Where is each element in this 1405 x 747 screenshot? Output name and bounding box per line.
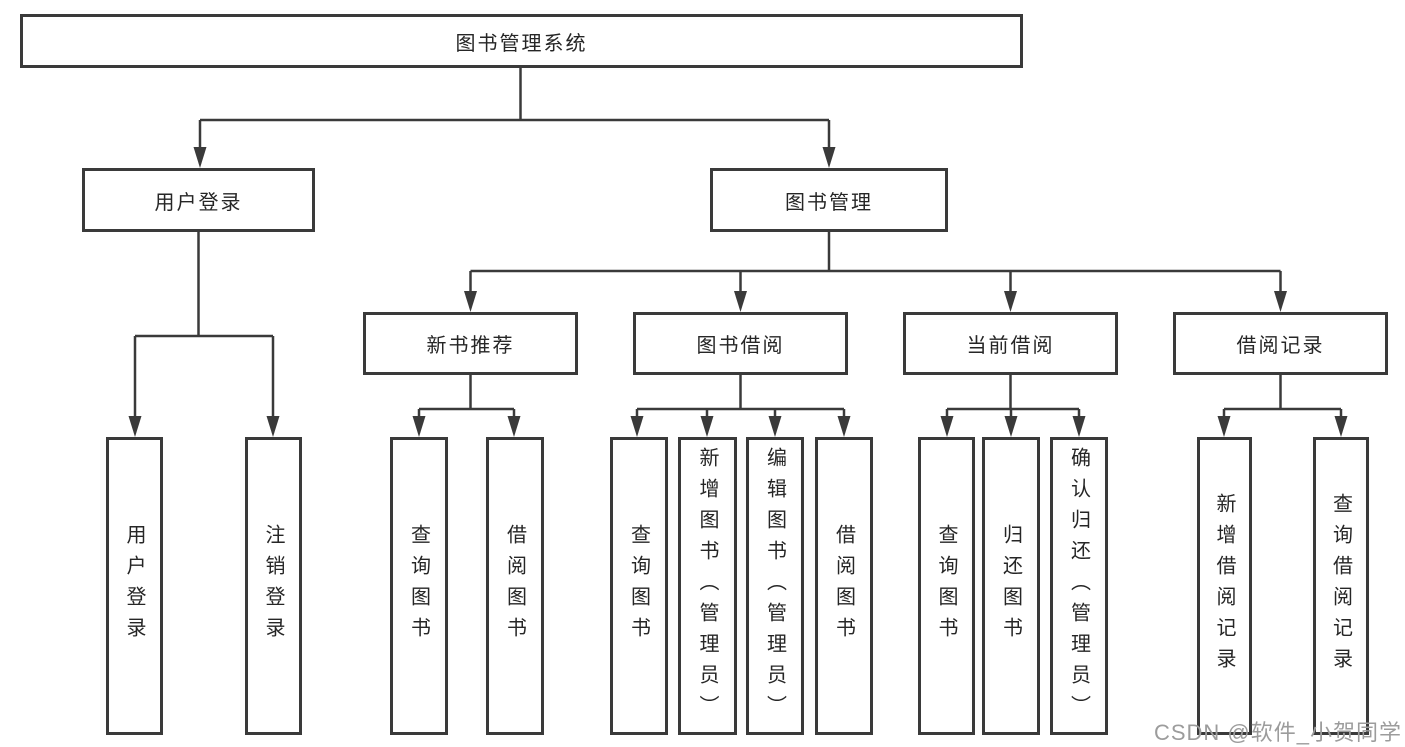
node-library-management-system: 图书管理系统 <box>20 14 1023 68</box>
node-borrow-books-1: 借阅图书 <box>486 437 544 735</box>
node-book-management: 图书管理 <box>710 168 948 232</box>
arrowheads <box>128 147 1348 437</box>
csdn-watermark: CSDN @软件_小贺同学 <box>1153 720 1402 745</box>
node-query-books-1: 查询图书 <box>390 437 448 735</box>
node-edit-book-admin: 编辑图书（管理员） <box>746 437 804 735</box>
node-confirm-return-admin: 确认归还（管理员） <box>1050 437 1108 735</box>
node-new-book-recommend: 新书推荐 <box>363 312 578 375</box>
node-borrow-record: 借阅记录 <box>1173 312 1388 375</box>
node-add-book-admin: 新增图书（管理员） <box>678 437 737 735</box>
node-borrow-books-2: 借阅图书 <box>815 437 873 735</box>
node-query-borrow-record: 查询借阅记录 <box>1313 437 1369 735</box>
node-add-borrow-record: 新增借阅记录 <box>1197 437 1252 735</box>
node-query-books-3: 查询图书 <box>918 437 975 735</box>
node-user-login: 用户登录 <box>82 168 315 232</box>
node-logout: 注销登录 <box>245 437 302 735</box>
node-book-borrow: 图书借阅 <box>633 312 848 375</box>
node-query-books-2: 查询图书 <box>610 437 668 735</box>
node-user-login-leaf: 用户登录 <box>106 437 163 735</box>
node-current-borrow: 当前借阅 <box>903 312 1118 375</box>
node-return-books: 归还图书 <box>982 437 1040 735</box>
